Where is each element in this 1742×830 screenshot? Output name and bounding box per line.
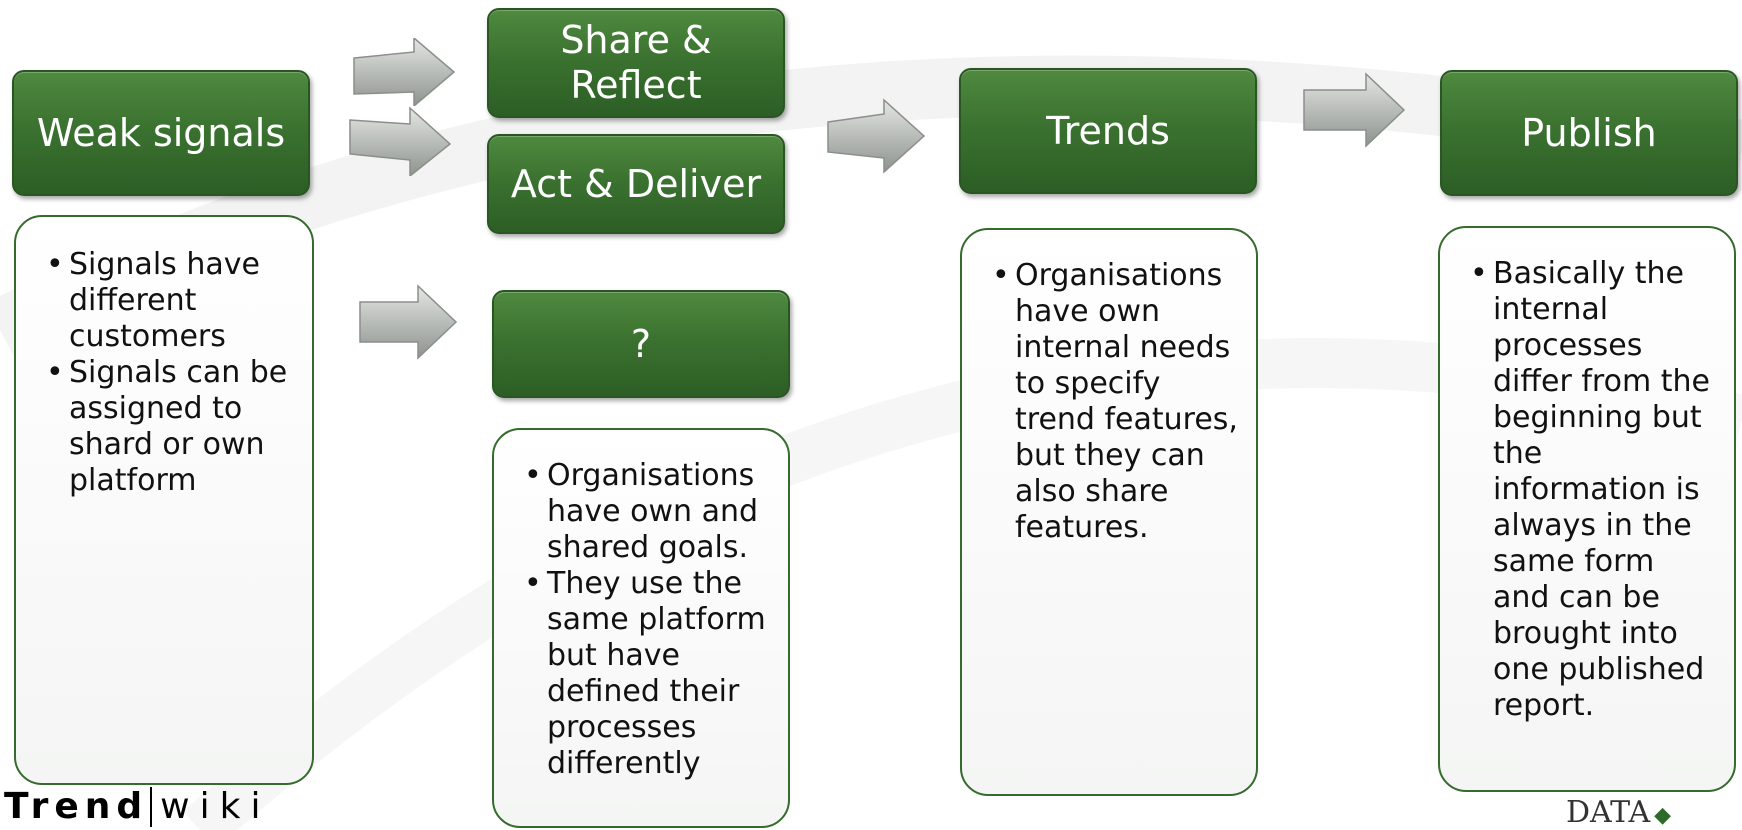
question-list: Organisations have own and shared goals.…: [520, 458, 770, 782]
weak-signals-title: Weak signals: [36, 110, 286, 155]
list-item: They use the same platform but have defi…: [520, 566, 770, 782]
publish-card: Basically the internal processes differ …: [1438, 226, 1736, 792]
logo-divider: [150, 786, 153, 827]
weak-signals-card: Signals have different customers Signals…: [14, 215, 314, 785]
data-logo: DATA◆: [1566, 795, 1671, 830]
publish-title: Publish: [1521, 110, 1657, 155]
act-deliver-title: Act & Deliver: [510, 161, 762, 206]
list-item: Organisations have own and shared goals.: [520, 458, 770, 566]
trendwiki-logo: Trend wiki: [4, 786, 270, 827]
data-logo-text: DATA: [1566, 795, 1651, 830]
list-item: Basically the internal processes differ …: [1466, 256, 1718, 724]
publish-list: Basically the internal processes differ …: [1466, 256, 1718, 724]
question-header: ?: [492, 290, 790, 398]
publish-header: Publish: [1440, 70, 1738, 196]
question-card: Organisations have own and shared goals.…: [492, 428, 790, 828]
arrow-icon: [1303, 72, 1406, 148]
weak-signals-list: Signals have different customers Signals…: [42, 247, 292, 499]
arrow-icon: [827, 98, 926, 174]
weak-signals-header: Weak signals: [12, 70, 310, 196]
leaf-icon: ◆: [1654, 803, 1672, 828]
arrow-icon: [349, 106, 452, 176]
trends-list: Organisations have own internal needs to…: [988, 258, 1238, 546]
arrow-icon: [353, 38, 456, 106]
share-reflect-title: Share & Reflect: [560, 18, 712, 107]
list-item: Signals can be assigned to shard or own …: [42, 355, 292, 499]
trends-header: Trends: [959, 68, 1257, 194]
arrow-icon: [359, 284, 458, 360]
act-deliver-header: Act & Deliver: [487, 134, 785, 234]
trendwiki-logo-bold: Trend: [4, 786, 149, 827]
question-title: ?: [630, 321, 652, 366]
trends-title: Trends: [1046, 108, 1170, 153]
trendwiki-logo-light: wiki: [160, 786, 271, 827]
trends-card: Organisations have own internal needs to…: [960, 228, 1258, 796]
list-item: Organisations have own internal needs to…: [988, 258, 1238, 546]
share-reflect-header: Share & Reflect: [487, 8, 785, 118]
list-item: Signals have different customers: [42, 247, 292, 355]
